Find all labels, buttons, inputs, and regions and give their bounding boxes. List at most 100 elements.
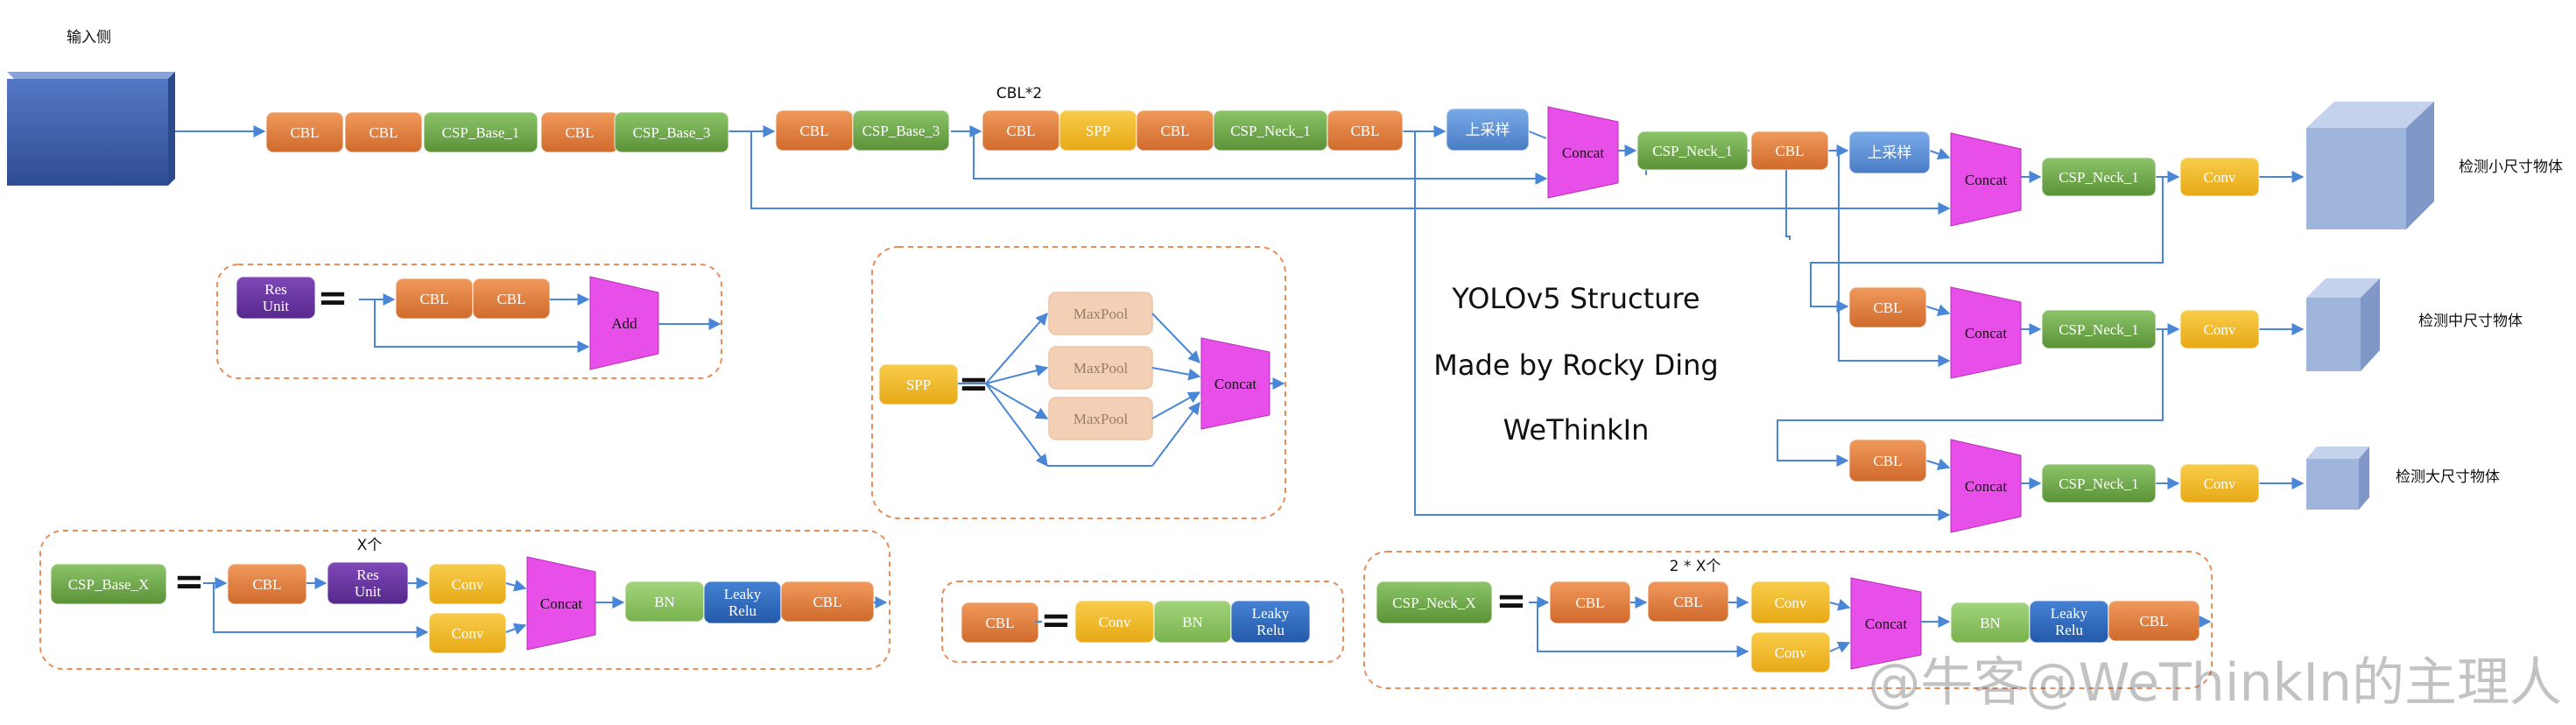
title-line-2: Made by Rocky Ding <box>1433 348 1718 382</box>
legend-csp-neck-cbl-1: CBL <box>1549 581 1631 624</box>
legend-cbl-leaky-label-line-2: Relu <box>1256 622 1285 638</box>
backbone-row3-block-2-label: SPP <box>1086 123 1110 139</box>
legend-csp-base-concat: Concat <box>526 556 596 651</box>
legend-csp-base-bn: BN <box>624 581 705 623</box>
legend-cbl-name-label: CBL <box>985 615 1014 631</box>
legend-spp-maxpool-3-label: MaxPool <box>1073 411 1129 427</box>
legend-csp-base-res-unit-label-line-1: Res <box>356 567 379 583</box>
legend-csp-neck-cbl-end: CBL <box>2108 600 2200 642</box>
backbone-row1-block-5: CSP_Base_3 <box>614 111 729 153</box>
backbone-row2-block-1: CBL <box>775 109 854 151</box>
head-small-conv-label: Conv <box>2204 169 2236 186</box>
backbone-row2-block-1-label: CBL <box>799 123 828 139</box>
head-large-concat: Concat <box>1950 439 2022 533</box>
legend-csp-base-bn-label: BN <box>654 594 675 610</box>
legend-csp-base-conv-top: Conv <box>428 563 507 605</box>
csp-neck-equals: = <box>1496 579 1526 622</box>
backbone-row1-block-4: CBL <box>540 111 619 153</box>
neck-concat-1-label: Concat <box>1562 144 1604 161</box>
legend-csp-base-name: CSP_Base_X <box>50 563 167 605</box>
output-label-medium: 检测中尺寸物体 <box>2418 313 2523 330</box>
legend-cbl-conv: Conv <box>1074 600 1155 644</box>
legend-spp-concat: Concat <box>1200 337 1270 430</box>
backbone-row1-block-2-label: CBL <box>369 124 398 141</box>
head-large-conv: Conv <box>2179 463 2260 503</box>
backbone-row3-block-5: CBL <box>1327 109 1404 151</box>
legend-csp-neck-concat-label: Concat <box>1865 616 1907 632</box>
legend-csp-neck-bn: BN <box>1950 602 2031 644</box>
title-line-1: YOLOv5 Structure <box>1451 282 1700 315</box>
backbone-row3-block-4: CSP_Neck_1 <box>1213 109 1328 151</box>
legend-frame-spp <box>871 246 1286 519</box>
legend-res-unit-cbl-1: CBL <box>395 278 474 320</box>
output-cube-large <box>2306 447 2369 510</box>
legend-csp-neck-concat: Concat <box>1850 577 1922 670</box>
legend-res-unit-name-label-line-1: Res <box>264 281 287 298</box>
head-large-csp: CSP_Neck_1 <box>2041 463 2157 503</box>
legend-frame-csp-base <box>39 530 890 670</box>
backbone-row3-block-3-label: CBL <box>1160 123 1189 139</box>
legend-csp-base-name-label: CSP_Base_X <box>68 576 150 593</box>
head-small-concat-label: Concat <box>1965 172 2007 188</box>
backbone-row1-block-5-label: CSP_Base_3 <box>633 124 711 141</box>
legend-spp-maxpool-3: MaxPool <box>1048 397 1153 440</box>
legend-frame-cbl <box>941 581 1344 663</box>
neck-upsample-1: 上采样 <box>1446 108 1530 151</box>
neck-cbl-1: CBL <box>1750 130 1829 171</box>
neck-upsample-1-label: 上采样 <box>1466 122 1510 138</box>
neck-upsample-2: 上采样 <box>1848 130 1931 174</box>
legend-csp-base-leaky-label-line-2: Relu <box>728 602 757 619</box>
cbl-equals: = <box>1040 598 1071 641</box>
neck-csp-1: CSP_Neck_1 <box>1636 130 1749 171</box>
backbone-row3-block-5-label: CBL <box>1350 123 1379 139</box>
legend-spp-maxpool-2-label: MaxPool <box>1073 360 1129 377</box>
legend-connectors <box>203 293 2212 658</box>
head-medium-csp: CSP_Neck_1 <box>2041 309 2157 349</box>
legend-spp-concat-label: Concat <box>1214 376 1256 392</box>
legend-csp-base-cbl-label: CBL <box>252 576 281 593</box>
legend-csp-base-concat-label: Concat <box>540 595 582 612</box>
legend-csp-neck-conv-top: Conv <box>1750 581 1831 624</box>
backbone-row3-block-2: SPP <box>1059 109 1137 151</box>
head-large-concat-label: Concat <box>1965 478 2007 495</box>
backbone-row1-block-4-label: CBL <box>565 124 594 141</box>
legend-cbl-name: CBL <box>961 602 1039 644</box>
backbone-row3-block-1: CBL <box>982 109 1060 151</box>
head-medium-csp-label: CSP_Neck_1 <box>2059 321 2139 338</box>
legend-csp-base-res-unit-label-line-2: Unit <box>355 583 382 600</box>
legend-csp-neck-cbl-end-label: CBL <box>2139 613 2168 630</box>
input-label: 输入侧 <box>67 29 111 46</box>
neck-concat-1: Concat <box>1547 106 1619 199</box>
legend-csp-base-cbl-end: CBL <box>780 581 875 623</box>
backbone-row1-block-1-label: CBL <box>290 124 319 141</box>
head-medium-conv-label: Conv <box>2204 321 2236 338</box>
legend-csp-base-conv-bottom-label: Conv <box>452 625 484 642</box>
csp-neck-repeat-label: 2 * X个 <box>1670 558 1721 575</box>
backbone-row3-block-3: CBL <box>1136 109 1214 151</box>
legend-cbl-leaky-label-line-1: Leaky <box>1252 605 1290 622</box>
res-unit-equals: = <box>317 276 348 319</box>
legend-csp-neck-cbl-2-label: CBL <box>1673 594 1702 610</box>
head-medium-concat-label: Concat <box>1965 325 2007 341</box>
cbl-multiplier-label: CBL*2 <box>996 85 1042 102</box>
csp-base-equals: = <box>173 560 204 602</box>
legend-cbl-bn-label: BN <box>1182 614 1203 630</box>
head-medium-concat: Concat <box>1950 286 2022 379</box>
head-medium-cbl-label: CBL <box>1873 299 1902 316</box>
legend-spp-name: SPP <box>878 363 959 405</box>
spp-equals: = <box>958 362 989 405</box>
legend-frames <box>39 246 2213 689</box>
output-cube-medium <box>2306 278 2380 371</box>
legend-csp-base-cbl-end-label: CBL <box>813 594 841 610</box>
backbone-row1-block-2: CBL <box>344 111 423 153</box>
legend-res-unit-cbl-2-label: CBL <box>496 291 525 307</box>
backbone-row2-block-2: CSP_Base_3 <box>852 109 950 151</box>
connectors <box>175 125 2305 521</box>
